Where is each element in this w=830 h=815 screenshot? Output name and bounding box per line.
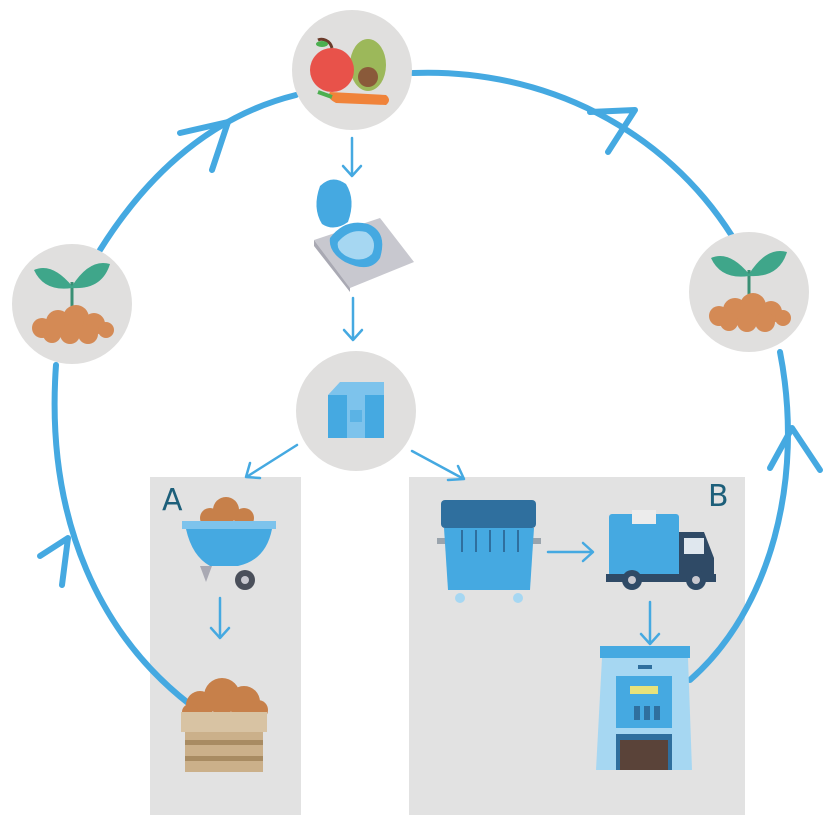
box-node (296, 351, 416, 471)
cycle-arrows (37, 69, 823, 715)
option-b-label: B (708, 479, 729, 514)
arrow-toilet-to-box (342, 296, 364, 342)
seedling-right-node (689, 232, 809, 352)
compost-crate-icon (181, 678, 268, 772)
seedling-icon (32, 262, 114, 344)
arrow-wheelbarrow-to-crate (209, 596, 231, 640)
option-a-label: A (162, 483, 183, 518)
arrow-produce-to-toilet (341, 136, 363, 178)
chevron-left-upper (177, 119, 231, 173)
truck-icon (606, 510, 716, 590)
flow-arrows (209, 136, 661, 646)
wheelbarrow-icon (182, 497, 276, 590)
chevron-right-lower (767, 425, 823, 473)
toilet-icon (314, 179, 414, 292)
arc-left-upper (97, 92, 299, 253)
arc-left-lower (51, 362, 203, 715)
arrow-box-to-b (410, 449, 466, 482)
seedling-left-node (12, 244, 132, 364)
arrow-box-to-a (244, 443, 299, 480)
box-icon (328, 382, 384, 438)
arrow-truck-to-machine (639, 600, 661, 646)
chevron-left-lower (37, 535, 71, 588)
produce-icon (310, 37, 389, 105)
processing-machine-icon (596, 646, 692, 770)
arrow-container-to-truck (546, 541, 595, 563)
arc-right-upper (410, 69, 735, 239)
chevron-right-upper (587, 107, 638, 155)
seedling-icon (709, 250, 791, 332)
container-bin-icon (437, 500, 541, 603)
arc-right-lower (687, 349, 791, 683)
produce-node (292, 10, 412, 130)
